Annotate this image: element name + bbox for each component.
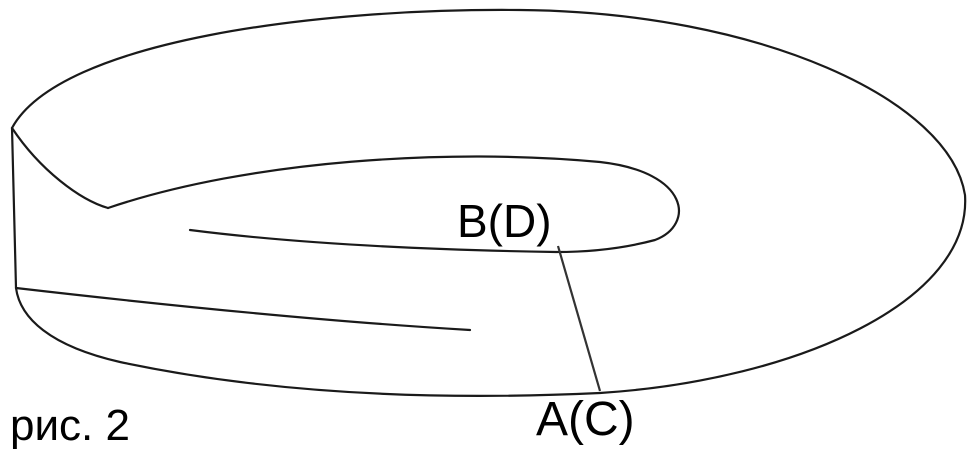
strip-outer-edge xyxy=(10,8,967,397)
figure-caption: рис. 2 xyxy=(10,401,130,450)
strip-inner-edge xyxy=(106,155,680,254)
point-label-a-c: A(C) xyxy=(536,393,635,446)
strip-front-lower-edge xyxy=(14,286,472,332)
point-label-b-d: B(D) xyxy=(457,195,552,247)
segment-bd-ac xyxy=(556,245,602,392)
strip-twist-edge xyxy=(10,126,110,210)
